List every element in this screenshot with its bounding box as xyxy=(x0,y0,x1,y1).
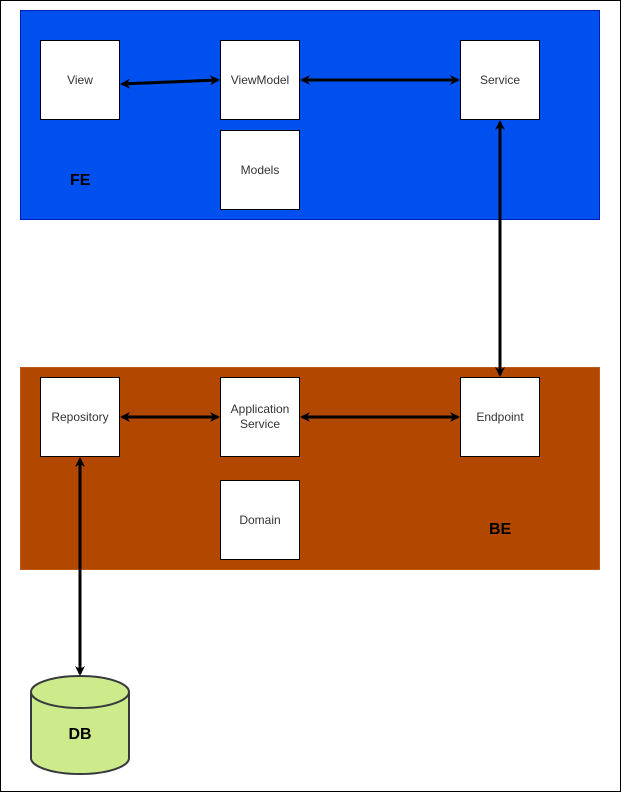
view-viewmodel-edge xyxy=(120,75,220,89)
db-label: DB xyxy=(68,726,92,743)
service-node[interactable]: Service xyxy=(460,40,540,120)
application-service-node[interactable]: Application Service xyxy=(220,377,300,457)
db-cylinder[interactable] xyxy=(30,675,130,775)
fe-group-label: FE xyxy=(70,172,91,189)
view-node[interactable]: View xyxy=(40,40,120,120)
be-group-label: BE xyxy=(489,521,512,538)
models-node[interactable]: Models xyxy=(220,130,300,210)
domain-node[interactable]: Domain xyxy=(220,480,300,560)
endpoint-node[interactable]: Endpoint xyxy=(460,377,540,457)
repository-node[interactable]: Repository xyxy=(40,377,120,457)
viewmodel-node[interactable]: ViewModel xyxy=(220,40,300,120)
